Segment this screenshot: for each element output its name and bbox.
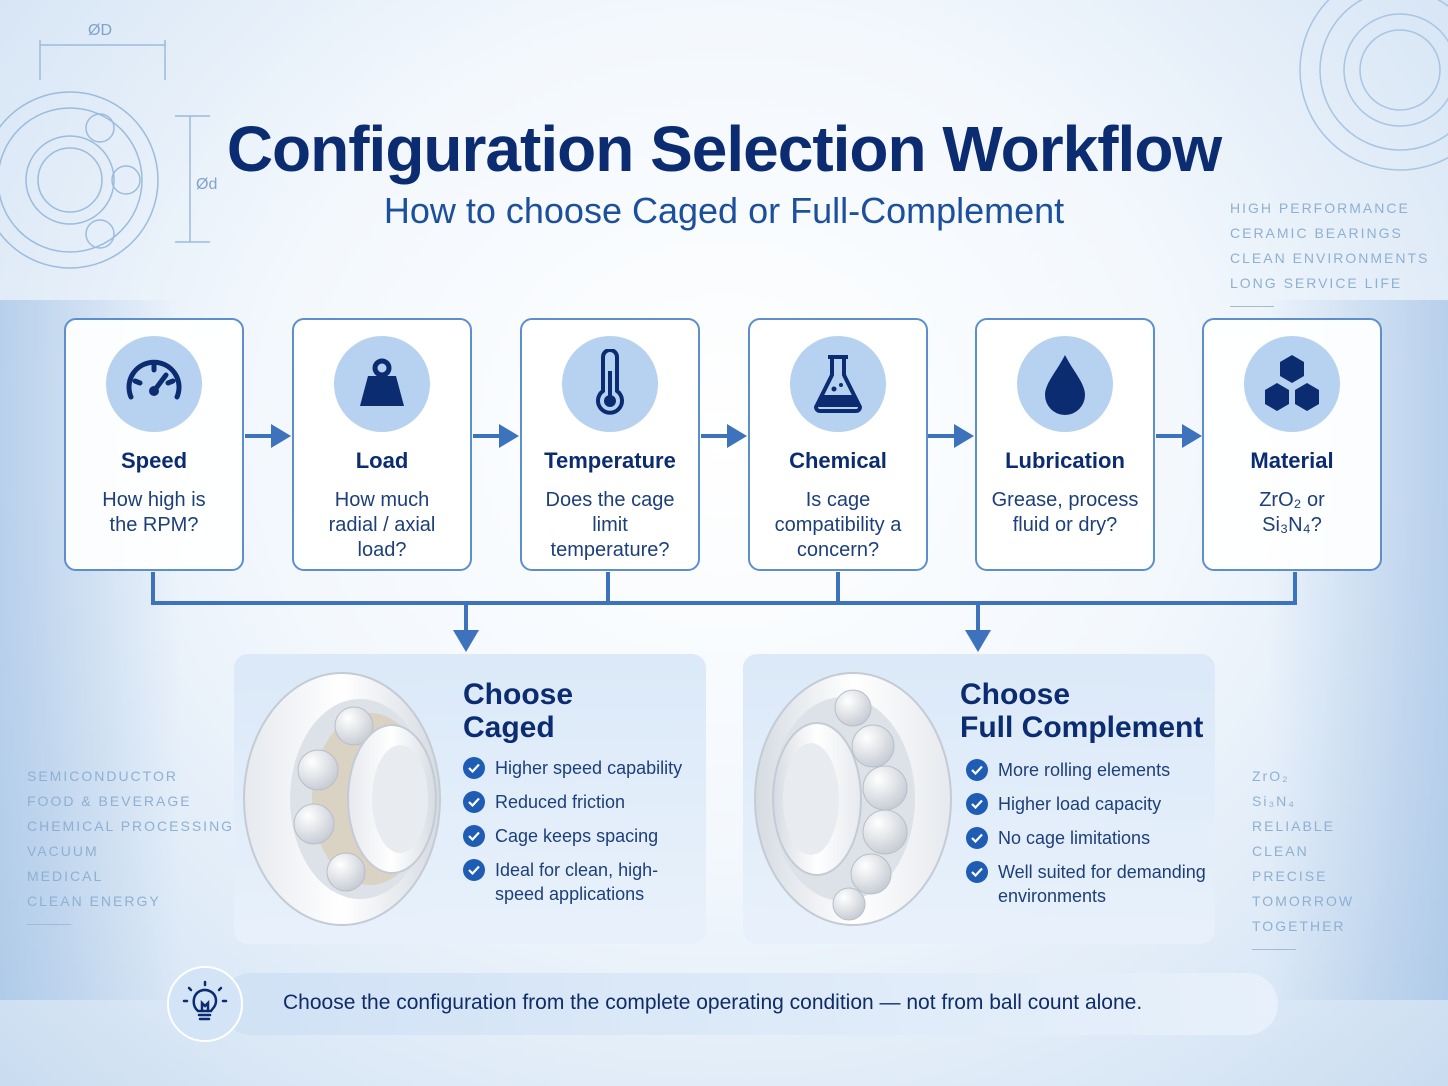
industry-item: FOOD & BEVERAGE <box>27 793 192 809</box>
benefit-item: No cage limitations <box>966 826 1210 850</box>
benefit-item: More rolling elements <box>966 758 1210 782</box>
caged-bearing-illustration <box>243 672 441 926</box>
arrow-right-icon <box>701 424 747 448</box>
feature-tag: LONG SERVICE LIFE <box>1230 275 1403 291</box>
step-question: Is cage compatibility a concern? <box>774 489 902 561</box>
inner-diameter-label: Ød <box>196 176 218 193</box>
tip-text: Choose the configuration from the comple… <box>283 991 1143 1014</box>
heading-line: Choose <box>960 678 1071 711</box>
divider <box>1230 306 1274 307</box>
hexagons-icon <box>1244 336 1340 432</box>
step-label: Load <box>355 448 409 473</box>
check-icon <box>463 757 485 779</box>
check-icon <box>463 825 485 847</box>
quality-tag: RELIABLE <box>1252 818 1335 834</box>
industry-item: SEMICONDUCTOR <box>27 768 178 784</box>
check-icon <box>463 791 485 813</box>
check-icon <box>966 793 988 815</box>
bearing-blueprint-ring <box>1299 0 1448 171</box>
benefit-text: Cage keeps spacing <box>495 826 659 846</box>
industry-list: SEMICONDUCTOR FOOD & BEVERAGE CHEMICAL P… <box>27 764 234 925</box>
step-label: Speed <box>120 448 188 473</box>
speedometer-icon <box>106 336 202 432</box>
quality-tag: PRECISE <box>1252 868 1328 884</box>
step-lubrication: Lubrication Grease, process fluid or dry… <box>975 318 1155 571</box>
arrow-right-icon <box>473 424 519 448</box>
tip-banner: Choose the configuration from the comple… <box>220 973 1278 1035</box>
full-complement-bearing-illustration <box>754 672 952 926</box>
step-question: How high is the RPM? <box>102 489 206 536</box>
quality-tag: TOMORROW TOGETHER <box>1252 893 1355 934</box>
benefit-text: More rolling elements <box>998 760 1171 780</box>
heading-line: Choose <box>463 678 574 711</box>
feature-tags: HIGH PERFORMANCE CERAMIC BEARINGS CLEAN … <box>1230 196 1429 307</box>
flask-icon <box>790 336 886 432</box>
benefit-text: Higher load capacity <box>998 794 1162 814</box>
step-load: Load How much radial / axial load? <box>292 318 472 571</box>
outer-diameter-label: ØD <box>88 22 112 39</box>
arrow-right-icon <box>245 424 291 448</box>
benefit-text: Well suited for demanding environments <box>998 862 1206 906</box>
step-label: Temperature <box>544 448 676 473</box>
step-question: Grease, process fluid or dry? <box>991 489 1139 536</box>
check-icon <box>966 827 988 849</box>
step-label: Lubrication <box>1005 448 1125 473</box>
result-caged-card: Choose Caged Higher speed capability Red… <box>234 654 706 944</box>
benefit-text: Ideal for clean, high-speed applications <box>495 860 659 904</box>
step-question: How much radial / axial load? <box>328 489 436 561</box>
full-complement-heading: Choose Full Complement <box>960 678 1203 744</box>
benefit-item: Higher speed capability <box>463 756 699 780</box>
feature-tag: CLEAN ENVIRONMENTS <box>1230 250 1430 266</box>
step-label: Chemical <box>789 448 887 473</box>
divider <box>1252 949 1296 950</box>
droplet-icon <box>1017 336 1113 432</box>
arrow-right-icon <box>928 424 974 448</box>
lightbulb-icon <box>167 966 243 1042</box>
benefit-item: Ideal for clean, high-speed applications <box>463 858 699 906</box>
benefit-item: Cage keeps spacing <box>463 824 699 848</box>
step-label: Material <box>1250 448 1334 473</box>
benefit-text: Higher speed capability <box>495 758 683 778</box>
benefit-item: Reduced friction <box>463 790 699 814</box>
weight-icon <box>334 336 430 432</box>
step-question: ZrO₂ or Si₃N₄? <box>1259 489 1325 536</box>
industry-item: CHEMICAL PROCESSING <box>27 818 235 834</box>
page-subtitle: How to choose Caged or Full-Complement <box>383 190 1065 231</box>
step-chemical: Chemical Is cage compatibility a concern… <box>748 318 928 571</box>
check-icon <box>966 861 988 883</box>
benefit-text: No cage limitations <box>998 828 1151 848</box>
heading-line: Full Complement <box>960 711 1204 744</box>
benefit-text: Reduced friction <box>495 792 626 812</box>
heading-line: Caged <box>463 711 555 744</box>
arrow-right-icon <box>1156 424 1202 448</box>
step-temperature: Temperature Does the cage limit temperat… <box>520 318 700 571</box>
step-question: Does the cage limit temperature? <box>545 489 675 561</box>
workflow-connector-lines <box>151 572 1297 652</box>
industry-item: CLEAN ENERGY <box>27 893 161 909</box>
result-full-complement-card: Choose Full Complement More rolling elem… <box>743 654 1215 944</box>
feature-tag: CERAMIC BEARINGS <box>1230 225 1403 241</box>
industry-item: MEDICAL <box>27 868 104 884</box>
check-icon <box>966 759 988 781</box>
quality-tag: CLEAN <box>1252 843 1309 859</box>
benefit-item: Well suited for demanding environments <box>966 860 1210 908</box>
quality-tags: ZrO₂ Si₃N₄ RELIABLE CLEAN PRECISE TOMORR… <box>1252 764 1448 950</box>
quality-tag: Si₃N₄ <box>1252 793 1296 809</box>
thermometer-icon <box>562 336 658 432</box>
industry-item: VACUUM <box>27 843 99 859</box>
divider <box>27 924 71 925</box>
check-icon <box>463 859 485 881</box>
page-title: Configuration Selection Workflow <box>226 113 1222 185</box>
caged-heading: Choose Caged <box>463 678 573 744</box>
step-material: Material ZrO₂ or Si₃N₄? <box>1202 318 1382 571</box>
feature-tag: HIGH PERFORMANCE <box>1230 200 1410 216</box>
full-complement-benefit-list: More rolling elements Higher load capaci… <box>966 758 1210 918</box>
benefit-item: Higher load capacity <box>966 792 1210 816</box>
caged-benefit-list: Higher speed capability Reduced friction… <box>463 756 699 916</box>
step-speed: Speed How high is the RPM? <box>64 318 244 571</box>
bearing-blueprint-drawing <box>0 40 210 269</box>
quality-tag: ZrO₂ <box>1252 768 1290 784</box>
